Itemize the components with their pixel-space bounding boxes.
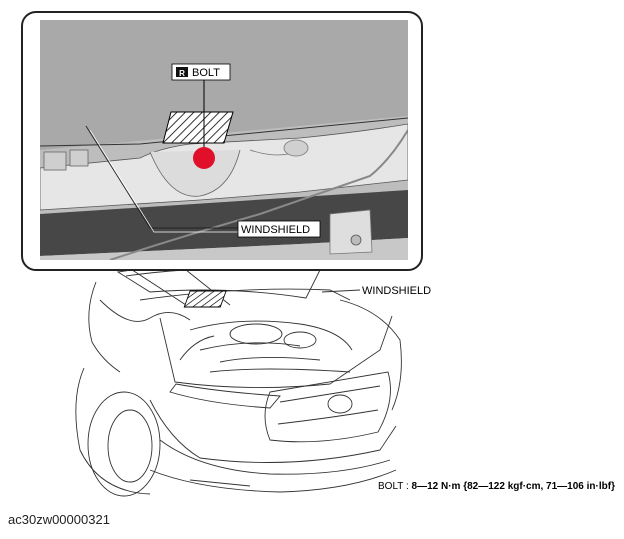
torque-spec: BOLT : 8—12 N·m {82—122 kgf·cm, 71—106 i… (378, 481, 615, 492)
figure-id-caption: ac30zw00000321 (8, 512, 110, 527)
bolt-label: R BOLT (171, 63, 231, 81)
bolt-label-text: BOLT (192, 67, 220, 79)
bolt-badge: R (179, 69, 185, 78)
vehicle-line-art (75, 261, 402, 497)
spec-separator: : (403, 481, 412, 492)
windshield-detail-text: WINDSHIELD (241, 224, 310, 236)
windshield-main-label: WINDSHIELD (362, 285, 431, 297)
bolt-marker (193, 147, 215, 169)
spec-value: 8—12 N·m {82—122 kgf·cm, 71—106 in·lbf} (411, 481, 615, 492)
spec-part: BOLT (378, 481, 404, 492)
hatched-tape-area (162, 111, 234, 144)
windshield-detail-label: WINDSHIELD (237, 220, 321, 238)
detail-inset: R BOLT WINDSHIELD (21, 11, 423, 271)
